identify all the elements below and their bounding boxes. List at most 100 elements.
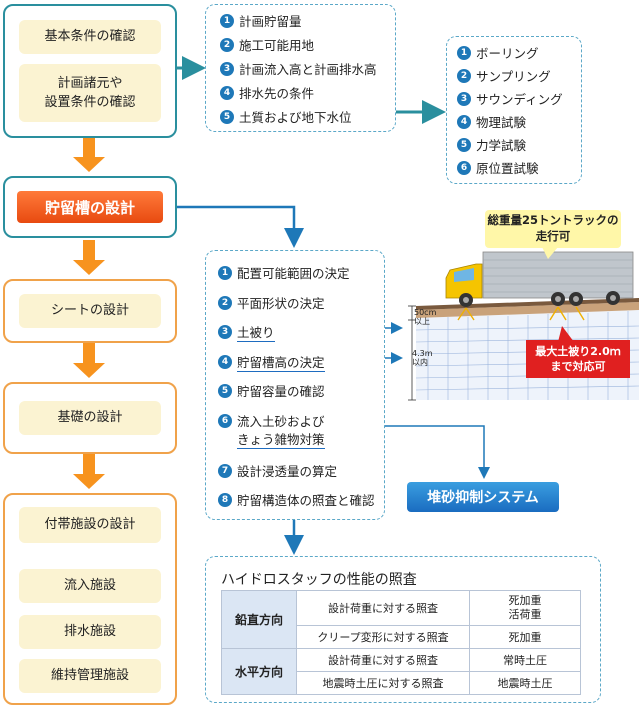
table-cell: 地震時土圧に対する照査	[296, 671, 470, 695]
number-badge: 3	[220, 61, 234, 76]
number-badge: 2	[457, 68, 471, 83]
list-item-label: 排水先の条件	[239, 86, 315, 101]
number-badge: 1	[457, 45, 471, 60]
list-item: 5 貯留容量の確認	[218, 381, 325, 400]
number-badge: 5	[220, 109, 234, 124]
spec-conditions-box: 計画諸元や 設置条件の確認	[19, 64, 161, 122]
maintenance-facility-box: 維持管理施設	[19, 659, 161, 693]
ancillary-design-panel: 付帯施設の設計 流入施設 排水施設 維持管理施設	[3, 493, 177, 705]
list-item-label: 流入土砂および	[237, 414, 325, 429]
list-item: 8 貯留構造体の照査と確認	[218, 490, 375, 509]
foundation-design-box: 基礎の設計	[19, 401, 161, 435]
table-cell: 地震時土圧	[469, 671, 581, 695]
truck-icon	[445, 251, 634, 307]
max-cover-callout: 最大土被り2.0ｍ まで対応可	[526, 340, 630, 378]
table-row: クリープ変形に対する照査 死加重	[222, 625, 581, 649]
number-badge: 6	[218, 413, 232, 428]
table-cell: クリープ変形に対する照査	[296, 625, 470, 649]
list-item-label: サンプリング	[476, 69, 551, 84]
survey-list-panel: 1 ボーリング 2 サンプリング 3 サウンディング 4 物理試験 5 力学試験 6 原位置…	[446, 36, 582, 184]
number-badge: 1	[220, 13, 234, 28]
orange-down-arrows	[73, 137, 105, 489]
list-item: 6 流入土砂および	[218, 411, 325, 430]
list-item-label: 物理試験	[476, 115, 527, 130]
list-item: 6 原位置試験	[457, 158, 539, 177]
number-badge: 4	[457, 114, 471, 129]
sheet-design-panel: シートの設計	[3, 279, 177, 343]
list-item-label: ボーリング	[476, 46, 539, 61]
list-item: 1 計画貯留量	[220, 11, 302, 30]
conditions-list-panel: 1 計画貯留量 2 施工可能用地 3 計画流入高と計画排水高 4 排水先の条件 5 土質お…	[205, 4, 396, 132]
number-badge: 1	[218, 265, 232, 280]
table-cell: 常時土圧	[469, 648, 581, 672]
list-item-label: 設計浸透量の算定	[237, 464, 338, 479]
list-item-label: きょう雑物対策	[237, 429, 325, 449]
list-item: 3 土被り	[218, 322, 275, 342]
performance-title: ハイドロスタッフの性能の照査	[221, 572, 417, 588]
number-badge: 6	[457, 160, 471, 175]
number-badge: 2	[220, 37, 234, 52]
foundation-design-panel: 基礎の設計	[3, 382, 177, 454]
table-cell: 設計荷重に対する照査	[296, 590, 470, 626]
ancillary-design-title: 付帯施設の設計	[19, 507, 161, 543]
truck-callout: 総重量25トントラックの 走行可	[485, 210, 621, 248]
list-item: 7 設計浸透量の算定	[218, 461, 337, 480]
list-item-label: 配置可能範囲の決定	[237, 266, 350, 281]
red-pointer	[558, 326, 574, 342]
tank-design-panel: 貯留槽の設計	[3, 176, 177, 238]
inflow-facility-box: 流入施設	[19, 569, 161, 603]
list-item-label: 原位置試験	[476, 161, 539, 176]
sheet-design-box: シートの設計	[19, 294, 161, 328]
list-item-label: 平面形状の決定	[237, 296, 325, 311]
list-item-label: サウンディング	[476, 92, 563, 107]
list-item: 5 力学試験	[457, 135, 526, 154]
table-row: 鉛直方向 設計荷重に対する照査 死加重 活荷重	[221, 590, 581, 649]
list-item: 3 サウンディング	[457, 89, 563, 108]
list-item-label: 施工可能用地	[239, 38, 315, 53]
number-badge: 5	[457, 137, 471, 152]
list-item: 2 サンプリング	[457, 66, 551, 85]
number-badge: 5	[218, 383, 232, 398]
list-item-label: 貯留容量の確認	[237, 384, 325, 399]
list-item-label: 土質および地下水位	[239, 110, 352, 125]
number-badge: 4	[218, 355, 232, 369]
dim-height-label: 4.3m 以内	[412, 349, 433, 367]
list-item-label: 貯留構造体の照査と確認	[237, 493, 375, 508]
number-badge: 8	[218, 492, 232, 507]
number-badge: 3	[457, 91, 471, 106]
list-item: 5 土質および地下水位	[220, 107, 352, 126]
table-row: 地震時土圧に対する照査 地震時土圧	[222, 671, 581, 695]
soil-layer	[416, 302, 639, 318]
list-item-label: 力学試験	[476, 138, 527, 153]
list-item: 4 排水先の条件	[220, 83, 314, 102]
number-badge: 7	[218, 463, 232, 478]
list-item: 1 配置可能範囲の決定	[218, 263, 350, 282]
dimension-line	[408, 305, 416, 401]
load-arrows	[457, 306, 585, 321]
basic-conditions-panel: 基本条件の確認 計画諸元や 設置条件の確認	[3, 4, 177, 138]
table-cell: 死加重	[469, 625, 581, 649]
table-cell: 死加重 活荷重	[469, 590, 581, 626]
list-item: 2 施工可能用地	[220, 35, 314, 54]
table-cell: 鉛直方向	[221, 590, 297, 649]
list-item: 4 貯留槽高の決定	[218, 352, 325, 372]
road-layer	[416, 298, 639, 310]
sediment-system-label: 堆砂抑制システム	[407, 482, 559, 512]
table-cell: 水平方向	[221, 648, 297, 695]
list-item-label: 貯留槽高の決定	[237, 352, 325, 372]
basic-conditions-box: 基本条件の確認	[19, 20, 161, 54]
list-item-continued: きょう雑物対策	[237, 429, 325, 449]
performance-table: 鉛直方向 設計荷重に対する照査 死加重 活荷重 クリープ変形に対する照査 死加重…	[221, 590, 581, 695]
drainage-facility-box: 排水施設	[19, 615, 161, 649]
number-badge: 4	[220, 85, 234, 100]
list-item-label: 計画流入高と計画排水高	[239, 62, 377, 77]
list-item: 1 ボーリング	[457, 43, 539, 62]
list-item-label: 計画貯留量	[239, 14, 302, 29]
number-badge: 3	[218, 325, 232, 339]
dim-top-label: 50cm 以上	[414, 308, 437, 326]
list-item-label: 土被り	[237, 322, 275, 342]
table-row: 水平方向 設計荷重に対する照査 常時土圧	[221, 648, 581, 695]
